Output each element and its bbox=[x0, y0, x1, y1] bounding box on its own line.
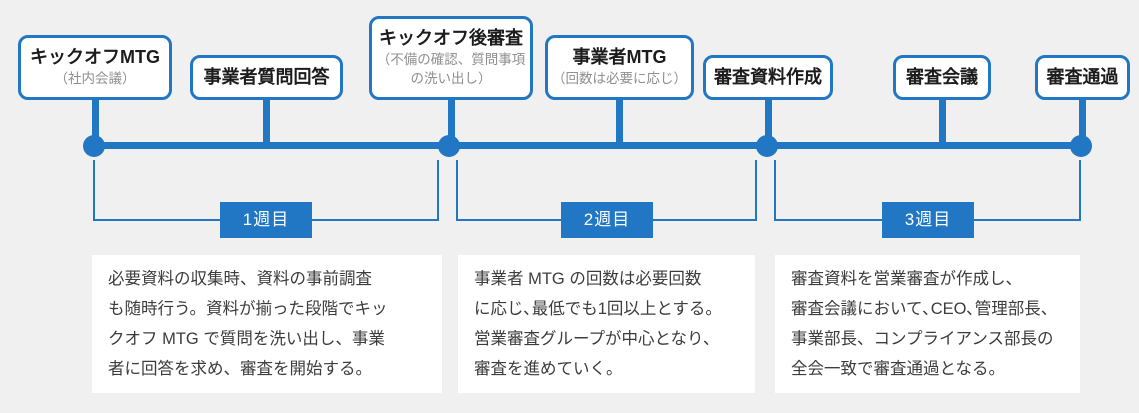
connector-line bbox=[616, 97, 623, 147]
week3-bracket-left bbox=[774, 160, 776, 221]
week3-description: 審査資料を営業審査が作成し、 審査会議において､CEO､管理部長、 事業部長、コ… bbox=[775, 255, 1080, 393]
milestone-review-doc-creation: 審査資料作成 bbox=[703, 54, 833, 100]
timeline-dot bbox=[83, 135, 105, 157]
milestone-review-meeting: 審査会議 bbox=[893, 54, 991, 100]
connector-line bbox=[448, 97, 455, 147]
timeline-axis bbox=[94, 142, 1082, 149]
milestone-vendor-question-reply: 事業者質問回答 bbox=[190, 54, 343, 100]
week1-bracket-left bbox=[93, 160, 95, 221]
milestone-subtitle: （回数は必要に応じ） bbox=[552, 71, 687, 87]
milestone-title: キックオフ後審査 bbox=[379, 27, 523, 48]
milestone-post-kickoff-review: キックオフ後審査 （不備の確認、質問事項の洗い出し） bbox=[369, 15, 533, 100]
connector-line bbox=[765, 97, 772, 147]
connector-line bbox=[939, 97, 946, 147]
week3-label: 3週目 bbox=[882, 202, 974, 238]
milestone-subtitle: （不備の確認、質問事項の洗い出し） bbox=[376, 52, 526, 87]
connector-line bbox=[1079, 97, 1086, 147]
connector-line bbox=[263, 97, 270, 147]
milestone-title: キックオフMTG bbox=[30, 46, 160, 67]
milestone-title: 事業者質問回答 bbox=[203, 66, 330, 87]
timeline-dot bbox=[438, 135, 460, 157]
milestone-subtitle: （社内会議） bbox=[54, 71, 136, 87]
connector-line bbox=[92, 97, 99, 147]
week1-bracket-right bbox=[437, 160, 439, 221]
milestone-title: 事業者MTG bbox=[572, 46, 667, 67]
week3-bracket-right bbox=[1079, 160, 1081, 221]
week2-description: 事業者 MTG の回数は必要回数 に応じ､最低でも1回以上とする。 営業審査グル… bbox=[458, 255, 755, 393]
week2-bracket-right bbox=[755, 160, 757, 221]
milestone-title: 審査通過 bbox=[1046, 66, 1119, 87]
milestone-title: 審査資料作成 bbox=[714, 66, 822, 87]
milestone-kickoff-mtg: キックオフMTG （社内会議） bbox=[18, 34, 172, 100]
milestone-review-passed: 審査通過 bbox=[1035, 54, 1130, 100]
week2-bracket-left bbox=[456, 160, 458, 221]
milestone-vendor-mtg: 事業者MTG （回数は必要に応じ） bbox=[545, 34, 694, 100]
week2-label: 2週目 bbox=[561, 202, 653, 238]
milestone-title: 審査会議 bbox=[906, 66, 978, 87]
timeline-dot bbox=[756, 135, 778, 157]
week1-label: 1週目 bbox=[220, 202, 312, 238]
timeline-dot bbox=[1070, 135, 1092, 157]
week1-description: 必要資料の収集時、資料の事前調査 も随時行う。資料が揃った段階でキッ クオフ M… bbox=[92, 255, 442, 393]
